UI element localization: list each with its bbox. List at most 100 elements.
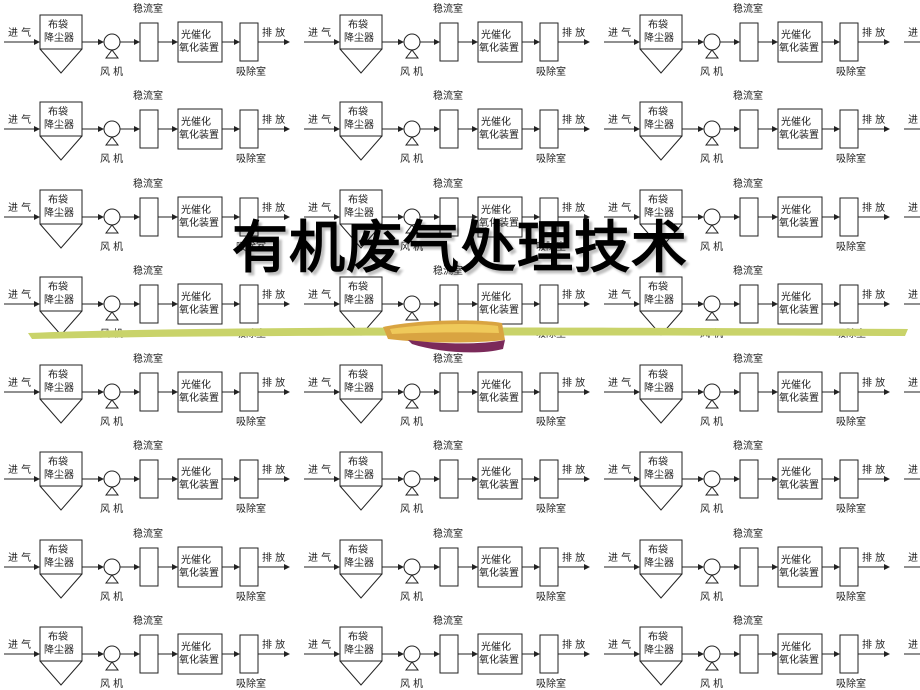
label-fan: 风 机 <box>400 152 423 165</box>
flow-arrow <box>398 476 404 482</box>
bag-filter-box <box>639 14 683 50</box>
flow-arrow <box>134 564 140 570</box>
label-inlet: 进 气 <box>608 26 631 39</box>
flow-arrow <box>534 126 540 132</box>
flow-arrow <box>398 39 404 45</box>
flow-arrow <box>34 476 40 482</box>
flow-arrow <box>98 389 104 395</box>
photo-oxidizer-box <box>477 633 523 675</box>
stabilizer-box <box>739 109 759 149</box>
flow-arrow <box>772 301 778 307</box>
label-stabilizer: 稳流室 <box>733 614 763 627</box>
label-absorber: 吸除室 <box>236 502 266 515</box>
flow-arrow <box>398 651 404 657</box>
absorber-box <box>239 109 259 149</box>
label-outlet: 排 放 <box>862 26 885 39</box>
flow-arrow <box>772 389 778 395</box>
label-photo-oxidizer: 光催化 <box>181 203 211 216</box>
label-bag-filter: 降尘器 <box>644 643 674 656</box>
fan-base <box>405 574 419 584</box>
label-bag-filter: 降尘器 <box>44 381 74 394</box>
fan-base <box>105 224 119 234</box>
label-inlet: 进 气 <box>308 26 331 39</box>
label-photo-oxidizer: 光催化 <box>181 553 211 566</box>
label-stabilizer: 稳流室 <box>433 2 463 15</box>
label-bag-filter: 布袋 <box>48 18 68 31</box>
label-absorber: 吸除室 <box>836 152 866 165</box>
label-photo-oxidizer: 氧化装置 <box>479 478 519 491</box>
flow-arrow <box>398 389 404 395</box>
label-fan: 风 机 <box>100 415 123 428</box>
flow-arrow <box>634 39 640 45</box>
label-stabilizer: 稳流室 <box>133 2 163 15</box>
flow-arrow <box>334 651 340 657</box>
label-stabilizer: 稳流室 <box>133 439 163 452</box>
label-absorber: 吸除室 <box>536 415 566 428</box>
bag-filter-box <box>339 14 383 50</box>
photo-oxidizer-box <box>777 633 823 675</box>
flow-arrow <box>584 476 590 482</box>
label-inlet: 进 气 <box>308 201 331 214</box>
bag-filter-box <box>639 189 683 225</box>
flow-arrow <box>472 126 478 132</box>
flow-arrow <box>172 476 178 482</box>
label-stabilizer: 稳流室 <box>133 89 163 102</box>
label-outlet: 排 放 <box>862 551 885 564</box>
label-outlet: 排 放 <box>262 376 285 389</box>
label-bag-filter: 布袋 <box>48 368 68 381</box>
flow-arrow <box>434 476 440 482</box>
fan-symbol <box>703 383 721 401</box>
label-fan: 风 机 <box>700 502 723 515</box>
bag-filter-hopper <box>339 660 383 686</box>
label-bag-filter: 降尘器 <box>44 468 74 481</box>
stabilizer-box <box>139 109 159 149</box>
flow-arrow <box>98 651 104 657</box>
label-photo-oxidizer: 光催化 <box>181 640 211 653</box>
absorber-box <box>839 634 859 674</box>
label-absorber: 吸除室 <box>536 502 566 515</box>
label-photo-oxidizer: 光催化 <box>781 553 811 566</box>
label-absorber: 吸除室 <box>536 152 566 165</box>
bag-filter-box <box>39 189 83 225</box>
label-stabilizer: 稳流室 <box>433 614 463 627</box>
flow-arrow <box>734 564 740 570</box>
stabilizer-box <box>739 634 759 674</box>
photo-oxidizer-box <box>777 21 823 63</box>
fan-symbol <box>103 33 121 51</box>
fan-base <box>705 311 719 321</box>
fan-base <box>405 661 419 671</box>
bag-filter-hopper <box>39 485 83 511</box>
label-bag-filter: 布袋 <box>348 368 368 381</box>
fan-base <box>105 574 119 584</box>
label-outlet: 排 放 <box>862 463 885 476</box>
label-outlet: 排 放 <box>862 201 885 214</box>
label-bag-filter: 布袋 <box>648 543 668 556</box>
label-fan: 风 机 <box>100 240 123 253</box>
label-inlet: 进 气 <box>608 551 631 564</box>
absorber-box <box>239 22 259 62</box>
label-photo-oxidizer: 光催化 <box>481 28 511 41</box>
stabilizer-box <box>739 547 759 587</box>
flow-arrow <box>172 389 178 395</box>
label-photo-oxidizer: 氧化装置 <box>479 653 519 666</box>
flow-arrow <box>772 564 778 570</box>
label-stabilizer: 稳流室 <box>733 264 763 277</box>
flow-arrow <box>234 126 240 132</box>
stabilizer-box <box>439 372 459 412</box>
label-outlet: 排 放 <box>562 551 585 564</box>
flow-arrow <box>534 39 540 45</box>
flow-arrow <box>172 301 178 307</box>
photo-oxidizer-box <box>777 546 823 588</box>
label-bag-filter: 降尘器 <box>344 556 374 569</box>
label-photo-oxidizer: 光催化 <box>481 378 511 391</box>
label-photo-oxidizer: 光催化 <box>781 115 811 128</box>
label-inlet: 进 气 <box>908 638 920 651</box>
flow-arrow <box>434 301 440 307</box>
photo-oxidizer-box <box>177 458 223 500</box>
label-absorber: 吸除室 <box>236 65 266 78</box>
flow-arrow <box>734 651 740 657</box>
label-absorber: 吸除室 <box>536 590 566 603</box>
